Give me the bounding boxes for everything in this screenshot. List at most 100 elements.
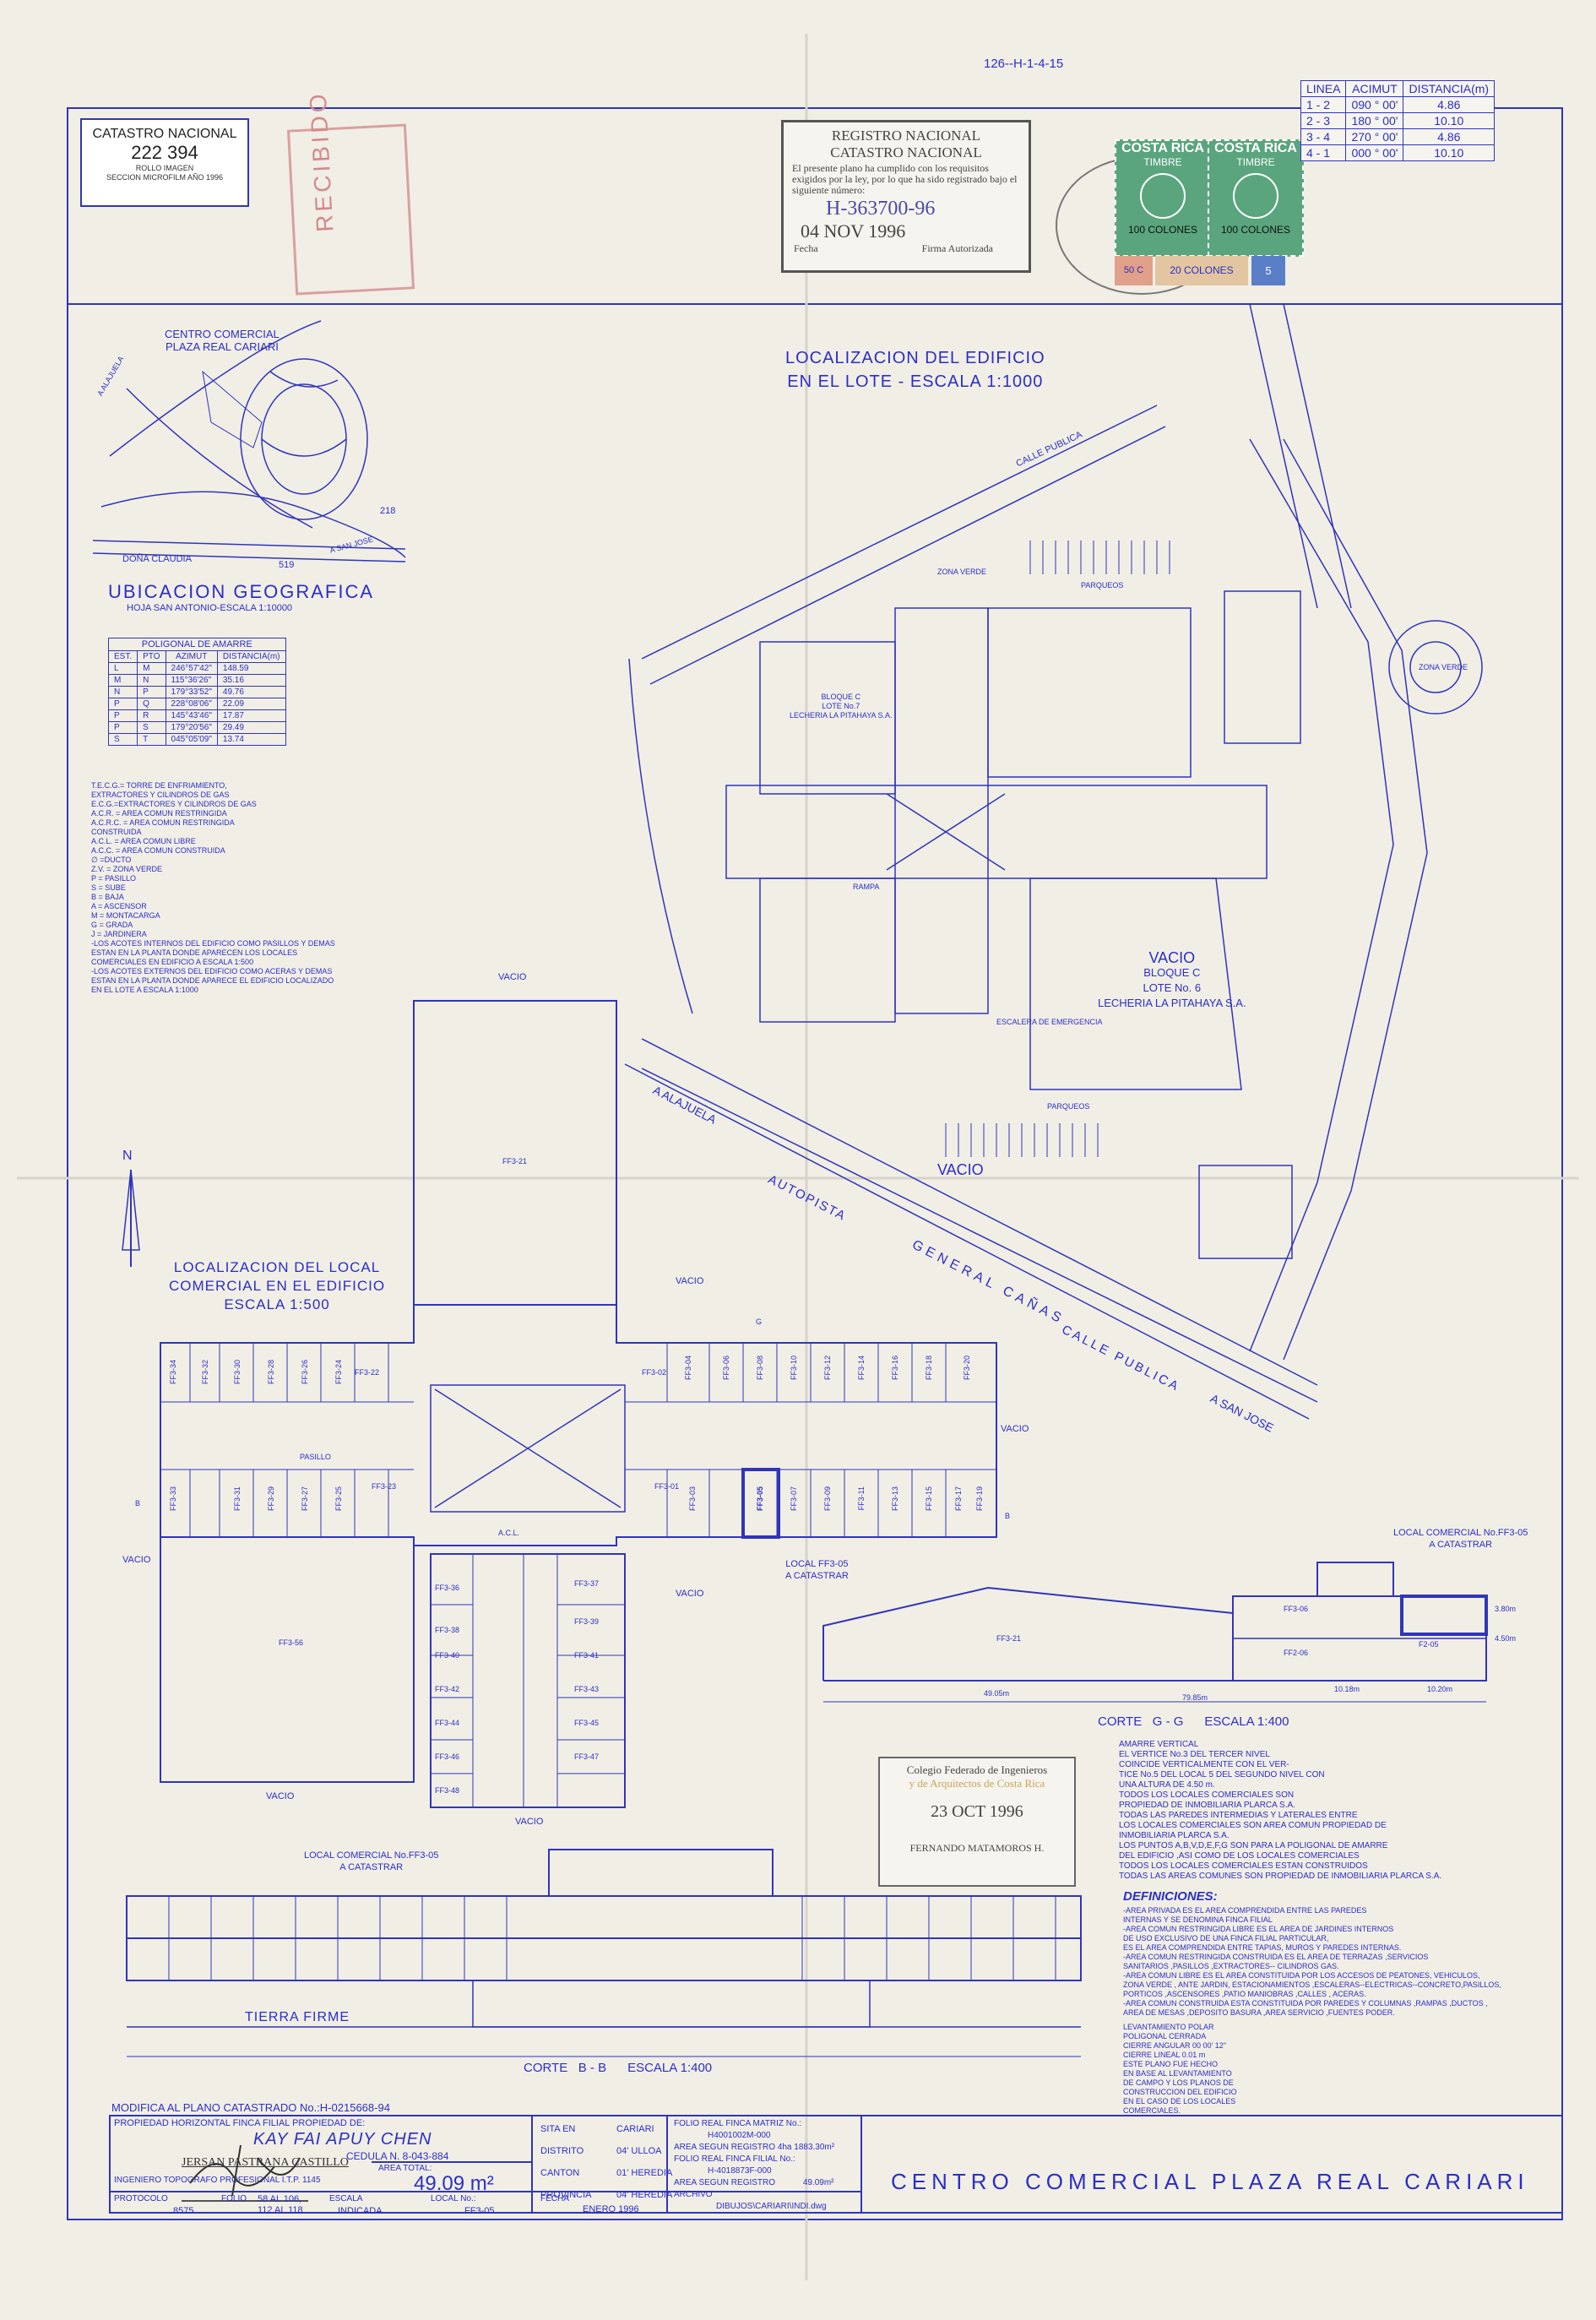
colegio-line2: y de Arquitectos de Costa Rica xyxy=(909,1777,1045,1790)
timbre-1-value: 100 COLONES xyxy=(1127,224,1198,236)
unit-label: FF3-40 xyxy=(435,1651,460,1660)
provincia-label: PROVINCIA xyxy=(540,2190,592,2200)
legend-line: ESTAN EN LA PLANTA DONDE APARECEN LOS LO… xyxy=(91,948,298,957)
site-plan-title-line2: EN EL LOTE - ESCALA 1:1000 xyxy=(787,372,1044,391)
timbre-2: COSTA RICA TIMBRE 100 COLONES xyxy=(1208,139,1304,257)
poligonal-cell: P xyxy=(107,721,138,734)
linea-cell: 090 ° 00' xyxy=(1345,96,1404,113)
poligonal-header-distancia: DISTANCIA(m) xyxy=(216,650,286,663)
timbre-2-word: TIMBRE xyxy=(1236,156,1275,168)
folio-value-2: 112 AL 118 xyxy=(258,2205,303,2215)
modifica-plano: MODIFICA AL PLANO CATASTRADO No.:H-02156… xyxy=(111,2101,390,2114)
folio-filial-label: FOLIO REAL FINCA FILIAL No.: xyxy=(674,2154,795,2164)
timbre-stamps: COSTA RICA TIMBRE 100 COLONES COSTA RICA… xyxy=(1056,131,1304,296)
floor-pasillo: PASILLO xyxy=(300,1453,331,1461)
colegio-ingenieros-stamp: Colegio Federado de Ingenieros y de Arqu… xyxy=(878,1757,1076,1887)
area-registro2-value: 49.09m² xyxy=(802,2178,834,2187)
sheet-ref-2: -H-1-4-15 xyxy=(1009,57,1064,71)
unit-label: FF3-46 xyxy=(435,1752,460,1761)
folio-filial-value: H-4018873F-000 xyxy=(708,2166,772,2176)
unit-label: FF3-20 xyxy=(963,1356,971,1381)
note-line: COINCIDE VERTICALMENTE CON EL VER- xyxy=(1119,1760,1289,1769)
archivo-value: DIBUJOS\CARIARI\INDI.dwg xyxy=(716,2202,827,2211)
catastro-nacional-box: CATASTRO NACIONAL 222 394 ROLLO IMAGEN S… xyxy=(80,118,249,207)
unit-label: FF3-34 xyxy=(169,1360,177,1385)
unit-label: FF3-38 xyxy=(435,1626,460,1634)
unit-label: FF3-39 xyxy=(574,1617,600,1626)
linea-cell: 2 - 3 xyxy=(1300,112,1347,129)
legend-line: T.E.C.G.= TORRE DE ENFRIAMIENTO, xyxy=(91,781,227,790)
timbre-3: 50 C xyxy=(1115,256,1153,285)
location-labels: SITA EN DISTRITO CANTON PROVINCIA xyxy=(540,2118,592,2206)
site-bloque-lote7: BLOQUE C LOTE No.7 LECHERIA LA PITAHAYA … xyxy=(790,693,893,720)
propiedad-label: PROPIEDAD HORIZONTAL FINCA FILIAL PROPIE… xyxy=(114,2118,366,2128)
area-total-unit: m² xyxy=(470,2172,494,2195)
legend-line: -LOS ACOTES EXTERNOS DEL EDIFICIO COMO A… xyxy=(91,967,333,975)
site-plan-title: LOCALIZACION DEL EDIFICIO EN EL LOTE - E… xyxy=(785,346,1045,394)
poligonal-cell: 17.87 xyxy=(216,709,286,722)
floor-ff3-02: FF3-02 xyxy=(642,1368,667,1377)
abbreviations-legend: T.E.C.G.= TORRE DE ENFRIAMIENTO, EXTRACT… xyxy=(91,781,335,995)
unit-label: FF3-33 xyxy=(169,1486,177,1512)
floor-plan-title-line2: COMERCIAL EN EL EDIFICIO xyxy=(169,1278,386,1294)
colegio-date: 23 OCT 1996 xyxy=(931,1802,1023,1821)
timbre-2-country: COSTA RICA xyxy=(1214,141,1297,155)
definicion-line: SANITARIOS ,PASILLOS ,EXTRACTORES-- CILI… xyxy=(1123,1962,1339,1970)
folio-value-1: 58 AL 106, xyxy=(258,2194,302,2204)
map-label-218: 218 xyxy=(380,506,396,516)
poligonal-cell: R xyxy=(137,709,166,722)
map-label-519: 519 xyxy=(279,560,295,570)
catastro-number: 222 394 xyxy=(131,142,198,163)
levantamiento-line: CIERRE LINEAL 0.01 m xyxy=(1123,2051,1206,2059)
folio-matriz-value: H4001002M-000 xyxy=(708,2131,771,2140)
levantamiento-notes: LEVANTAMIENTO POLAR POLIGONAL CERRADA CI… xyxy=(1123,2023,1237,2116)
section-gg-f2-05: F2-05 xyxy=(1419,1640,1439,1649)
definicion-line: -AREA COMUN CONSTRUIDA ESTA CONSTITUIDA … xyxy=(1123,1999,1488,2008)
levantamiento-line: ESTE PLANO FUE HECHO xyxy=(1123,2060,1219,2068)
poligonal-cell: S xyxy=(107,733,138,746)
owner-cedula: CEDULA N. 8-043-884 xyxy=(346,2150,449,2162)
section-bb-title: CORTE B - B ESCALA 1:400 xyxy=(524,2061,713,2075)
poligonal-header-azimut: AZIMUT xyxy=(165,650,218,663)
linea-cell: 1 - 2 xyxy=(1300,96,1347,113)
timbre-2-seal-icon xyxy=(1233,173,1278,219)
legend-line: P = PASILLO xyxy=(91,874,136,883)
legend-line: ∅ =DUCTO xyxy=(91,856,132,864)
legend-line: S = SUBE xyxy=(91,883,126,892)
unit-label: FF3-06 xyxy=(722,1356,730,1381)
unit-label-highlighted: FF3-05 xyxy=(756,1486,764,1512)
legend-line: Z.V. = ZONA VERDE xyxy=(91,865,162,873)
levantamiento-line: CONSTRUCCION DEL EDIFICIO xyxy=(1123,2088,1237,2096)
local-callout-line2: A CATASTRAR xyxy=(785,1571,849,1581)
unit-label: FF3-45 xyxy=(574,1719,600,1727)
definiciones-list: -AREA PRIVADA ES EL AREA COMPRENDIDA ENT… xyxy=(1123,1906,1501,2018)
linea-header-distancia: DISTANCIA(m) xyxy=(1403,80,1496,97)
section-gg-dim: 10.18m xyxy=(1334,1685,1360,1693)
note-line: LOS PUNTOS A,B,V,D,E,F,G SON PARA LA POL… xyxy=(1119,1841,1388,1850)
engineer-title: INGENIERO TOPOGRAFO PROFESIONAL I.T.P. 1… xyxy=(114,2176,321,2185)
note-line: DEL EDIFICIO ,ASI COMO DE LOS LOCALES CO… xyxy=(1119,1851,1360,1861)
section-gg-dim: 79.85m xyxy=(1182,1693,1208,1702)
linea-cell: 10.10 xyxy=(1403,112,1496,129)
map-label-line2: PLAZA REAL CARIARI xyxy=(165,340,279,353)
ubicacion-subtitle: HOJA SAN ANTONIO-ESCALA 1:10000 xyxy=(127,603,293,613)
definicion-line: AREA DE MESAS ,DEPOSITO BASURA ,AREA SER… xyxy=(1123,2008,1395,2017)
ubicacion-title: UBICACION GEOGRAFICA xyxy=(108,581,375,602)
timbre-2-value: 100 COLONES xyxy=(1220,224,1291,236)
site-zona-verde-2: ZONA VERDE xyxy=(937,568,987,576)
definicion-line: ES EL AREA COMPRENDIDA ENTRE TAPIAS, MUR… xyxy=(1123,1943,1402,1952)
unit-label: FF3-29 xyxy=(267,1486,275,1512)
section-gg-local-1: LOCAL COMERCIAL No.FF3-05 xyxy=(1393,1528,1528,1538)
definiciones-title: DEFINICIONES: xyxy=(1123,1889,1218,1904)
folio-real-block: FOLIO REAL FINCA MATRIZ No.: H4001002M-0… xyxy=(674,2118,855,2213)
registro-title1: REGISTRO NACIONAL xyxy=(831,128,981,144)
registro-date: 04 NOV 1996 xyxy=(801,220,906,242)
floor-plan-title: LOCALIZACION DEL LOCAL COMERCIAL EN EL E… xyxy=(169,1258,385,1314)
definicion-line: -AREA COMUN RESTRINGIDA CONSTRUIDA ES EL… xyxy=(1123,1953,1429,1961)
unit-label: FF3-28 xyxy=(267,1360,275,1385)
location-values: CARIARI 04' ULLOA 01' HEREDIA 04' HEREDI… xyxy=(616,2118,672,2206)
